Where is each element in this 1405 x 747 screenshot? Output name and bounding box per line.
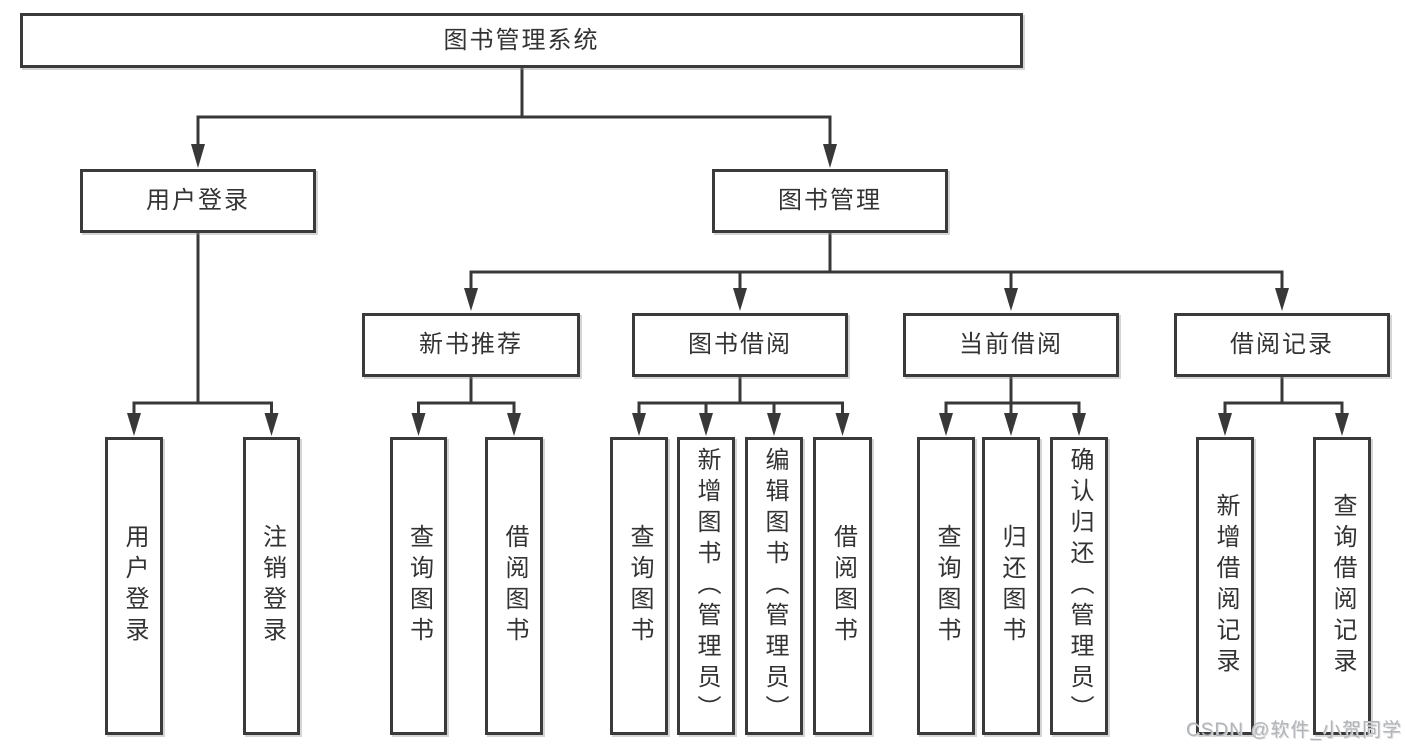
node-book-management: 图书管理 [712, 169, 948, 233]
node-label: 新增借阅记录 [1212, 493, 1239, 679]
node-label: 借阅图书 [829, 524, 857, 648]
connector-user-login-split [127, 231, 279, 436]
leaf-add-books-admin: 新增图书（管理员） [677, 437, 735, 735]
connector-book-borrow-split [632, 375, 850, 436]
leaf-return-books: 归还图书 [982, 437, 1040, 735]
node-label: 注销登录 [258, 524, 286, 648]
node-label: 确认归还（管理员） [1066, 446, 1093, 726]
leaf-borrow-books: 借阅图书 [813, 437, 872, 735]
node-label: 查询图书 [405, 524, 433, 648]
node-label: 当前借阅 [959, 331, 1063, 358]
node-label: 借阅记录 [1230, 331, 1334, 358]
node-label: 借阅图书 [501, 524, 528, 648]
node-current-borrow: 当前借阅 [903, 313, 1119, 377]
node-label: 图书管理 [778, 187, 882, 214]
node-label: 查询图书 [933, 524, 960, 648]
connector-borrow-record-split [1218, 375, 1349, 436]
node-label: 新书推荐 [419, 331, 523, 358]
leaf-add-borrow-record: 新增借阅记录 [1196, 437, 1254, 735]
connector-new-book-split [411, 375, 521, 436]
node-label: 新增图书（管理员） [693, 446, 720, 726]
node-library-management-system: 图书管理系统 [20, 13, 1023, 68]
connector-book-management-split [464, 231, 1289, 311]
node-label: 查询借阅记录 [1329, 493, 1356, 679]
leaf-query-borrow-record: 查询借阅记录 [1313, 437, 1371, 735]
leaf-user-login: 用户登录 [105, 437, 163, 735]
node-label: 归还图书 [998, 524, 1025, 648]
node-label: 用户登录 [121, 524, 148, 648]
connector-current-borrow-split [939, 375, 1086, 436]
node-label: 编辑图书（管理员） [761, 446, 788, 726]
node-label: 查询图书 [626, 524, 653, 648]
node-label: 图书管理系统 [443, 26, 600, 54]
leaf-confirm-return-admin: 确认归还（管理员） [1050, 437, 1108, 735]
leaf-borrow-books-recommend: 借阅图书 [485, 437, 543, 735]
leaf-edit-books-admin: 编辑图书（管理员） [745, 437, 803, 735]
watermark: CSDN @软件_小贺同学 [1186, 720, 1402, 741]
node-new-book-recommend: 新书推荐 [362, 313, 580, 377]
node-label: 用户登录 [146, 187, 250, 214]
leaf-query-books-borrow: 查询图书 [610, 437, 668, 735]
node-book-borrow: 图书借阅 [632, 313, 848, 377]
node-borrow-records: 借阅记录 [1174, 313, 1390, 377]
connector-root-split [191, 66, 837, 168]
node-user-login: 用户登录 [80, 169, 316, 233]
node-label: 图书借阅 [688, 331, 792, 358]
leaf-query-books-current: 查询图书 [917, 437, 975, 735]
leaf-logout: 注销登录 [243, 437, 300, 735]
leaf-query-books-recommend: 查询图书 [390, 437, 447, 735]
